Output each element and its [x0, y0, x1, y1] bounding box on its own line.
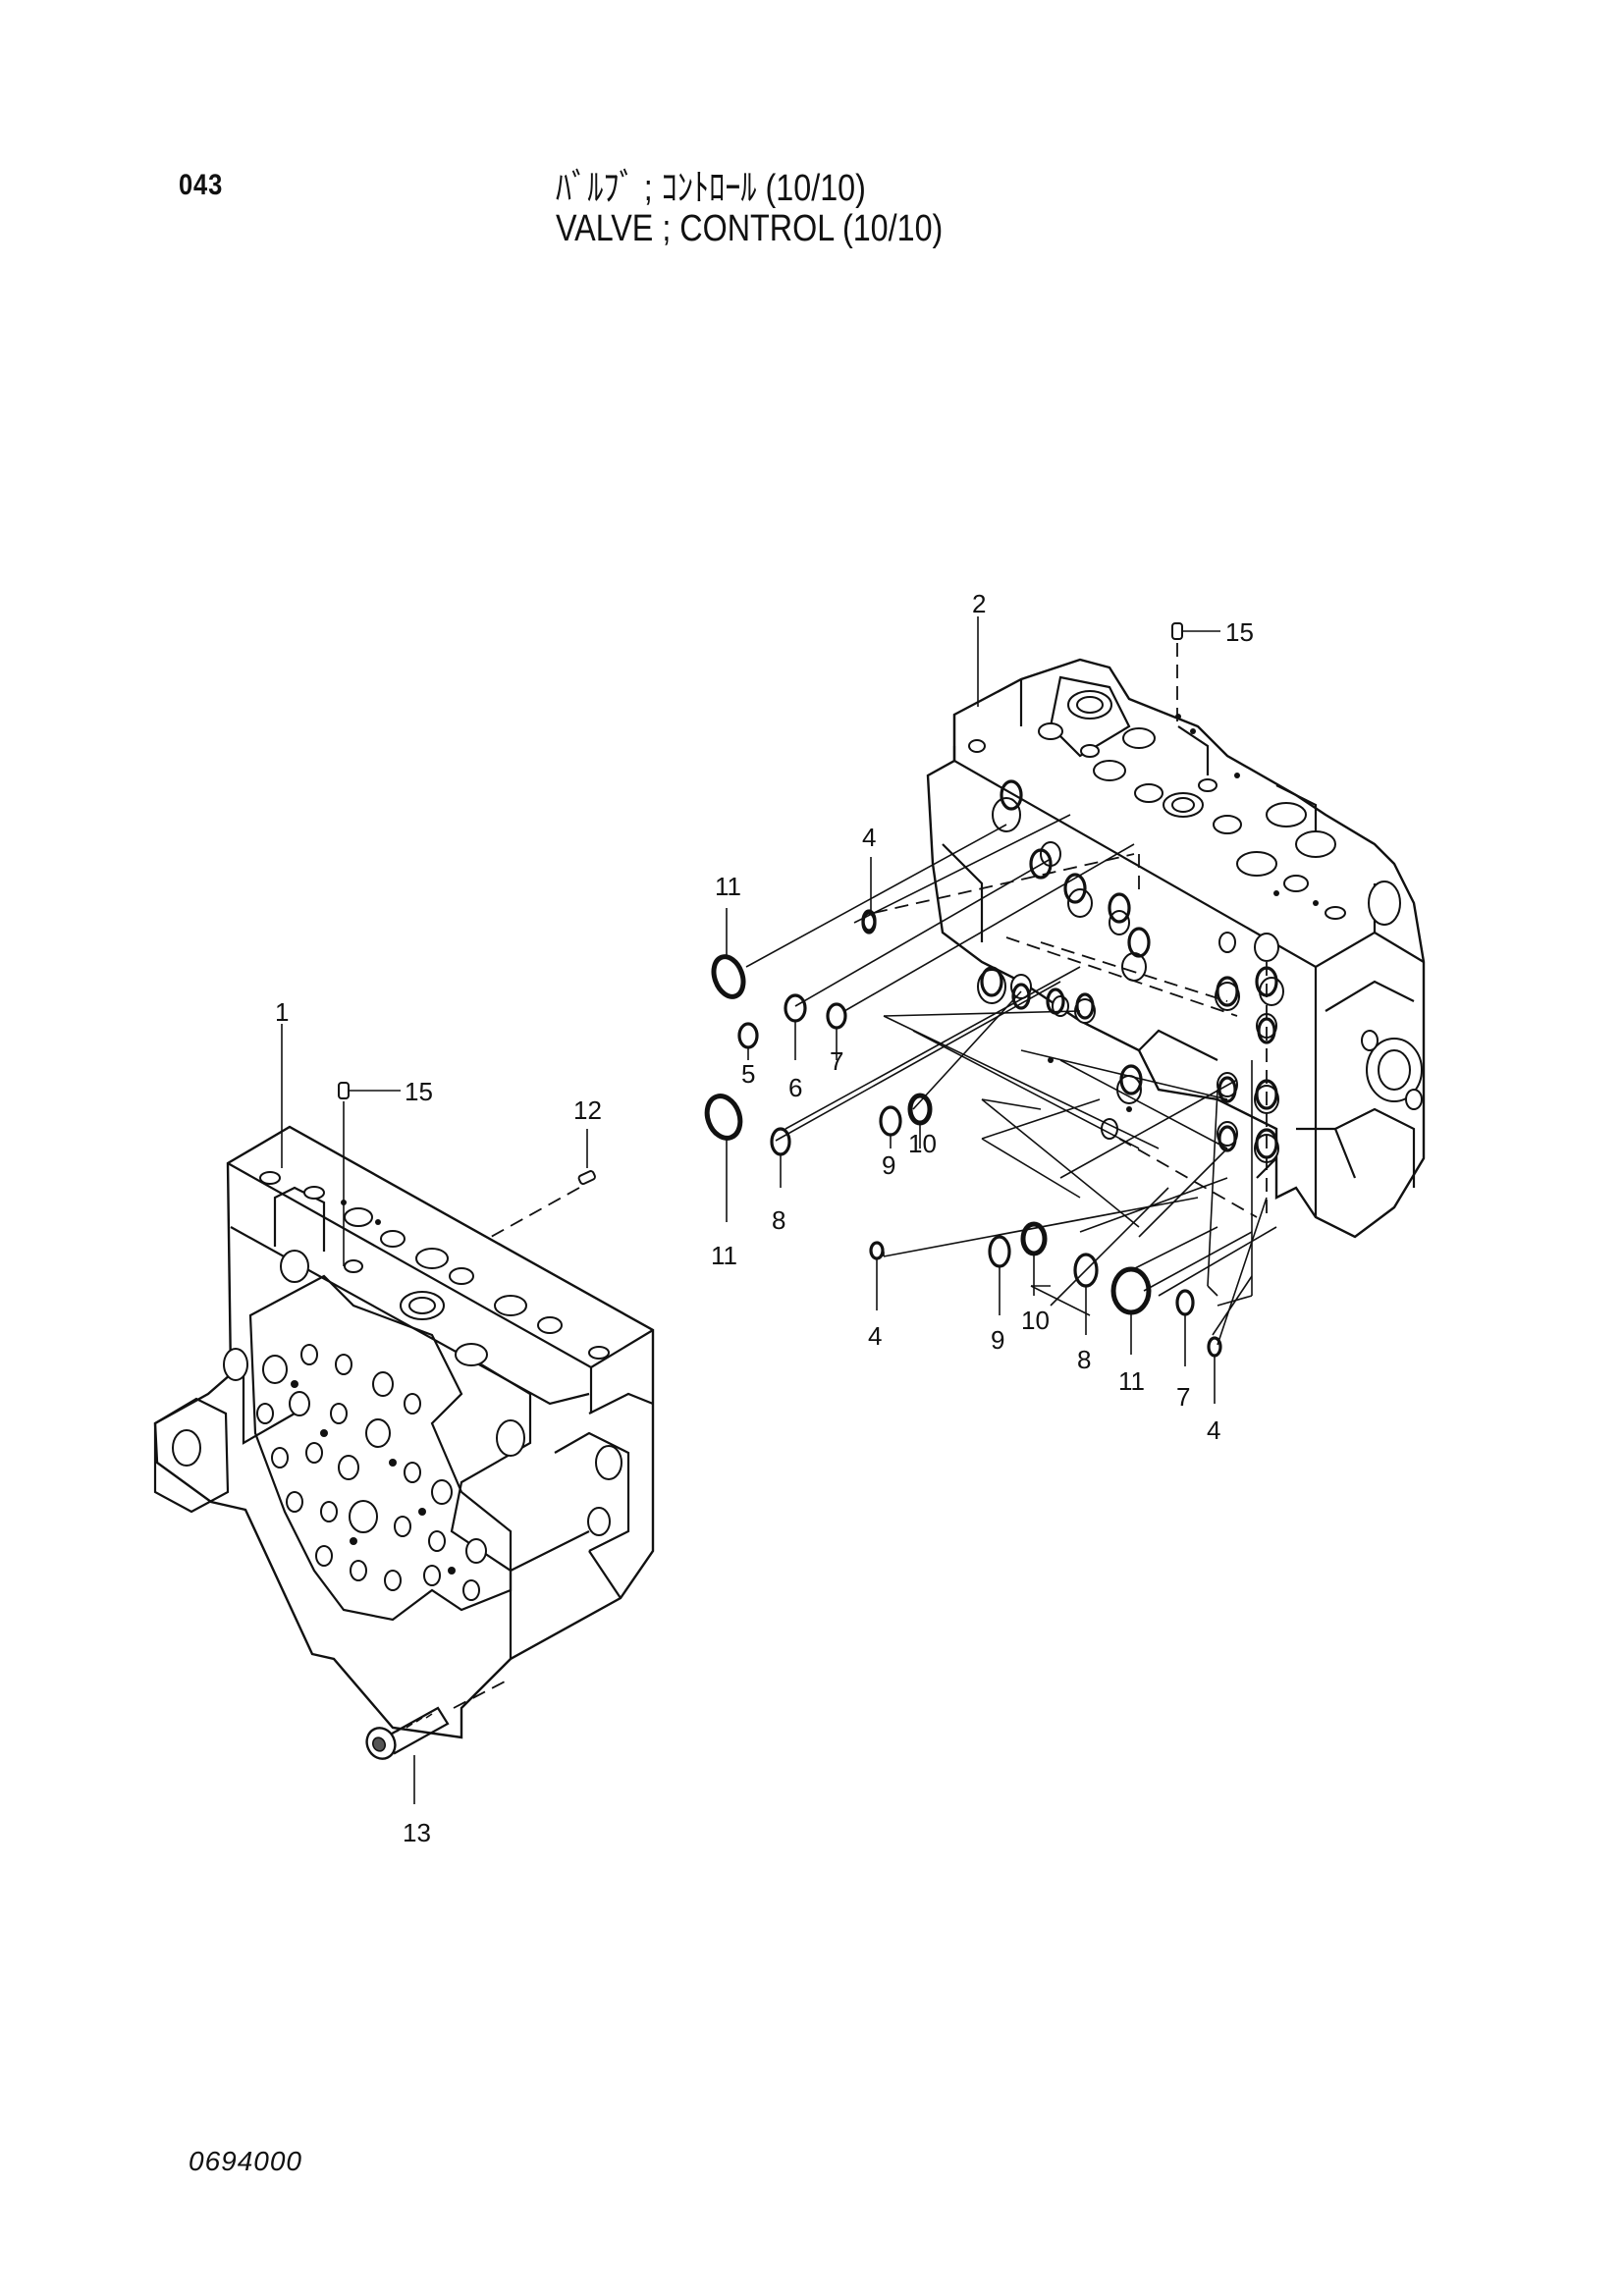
plug-15-right: [1171, 622, 1220, 726]
callout-5: 5: [741, 1059, 755, 1089]
title-english: VALVE ; CONTROL (10/10): [556, 208, 944, 249]
callout-13: 13: [403, 1818, 431, 1847]
callout-4-middle: 4: [868, 1321, 882, 1351]
plug-15-left: [338, 1082, 401, 1266]
callout-8-lower: 8: [1077, 1345, 1091, 1374]
callout-1: 1: [275, 997, 289, 1027]
callout-7-lower: 7: [1176, 1382, 1190, 1412]
callout-9-upper: 9: [882, 1150, 895, 1180]
page-number: 043: [179, 169, 224, 201]
valve-body-2: [926, 658, 1426, 1239]
drawing-code: 0694000: [189, 2146, 303, 2176]
callout-10-lower: 10: [1021, 1306, 1050, 1335]
o-rings: [704, 779, 1278, 1358]
bolt-13: [365, 1678, 512, 1804]
callout-15-right: 15: [1225, 617, 1254, 647]
title-japanese: ﾊﾞﾙﾌﾞ ; ｺﾝﾄﾛｰﾙ (10/10): [556, 168, 866, 209]
callout-12: 12: [573, 1095, 602, 1125]
valve-body-1: [153, 1125, 655, 1739]
callout-11-middle: 11: [711, 1241, 737, 1270]
callout-11-lower: 11: [1118, 1366, 1145, 1396]
callout-6: 6: [788, 1073, 802, 1102]
callout-4-lower: 4: [1207, 1415, 1220, 1445]
callout-8-upper: 8: [772, 1205, 785, 1235]
callout-4-upper: 4: [862, 823, 876, 852]
callout-15-left: 15: [405, 1077, 433, 1106]
callout-leaders: [281, 616, 1216, 1404]
callout-labels: 1 2 4 4 4 5 6 7 7 8 8 9 9 10 10 11 11 11…: [275, 589, 1254, 1847]
callout-7-upper: 7: [830, 1046, 843, 1076]
callout-11-top: 11: [715, 872, 741, 901]
callout-2: 2: [972, 589, 986, 618]
callout-9-lower: 9: [991, 1325, 1004, 1355]
callout-10-upper: 10: [908, 1129, 937, 1158]
assembly-leader-lines: [745, 814, 1277, 1346]
pin-12: [490, 1129, 596, 1238]
port-plate-holes: [256, 1200, 487, 1601]
